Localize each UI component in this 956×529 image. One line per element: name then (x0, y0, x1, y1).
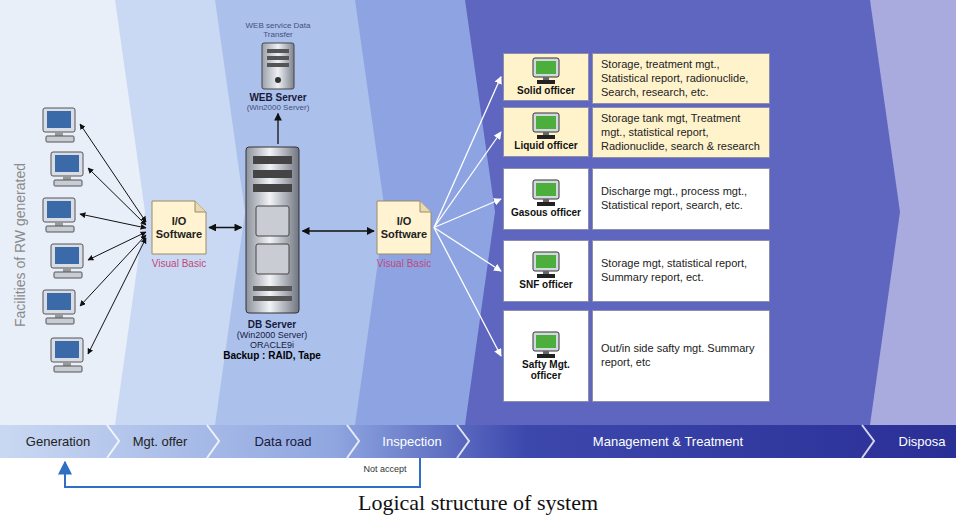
io-label: I/O Software (151, 215, 207, 240)
io-software-node: I/O SoftwareVisual Basic (146, 200, 212, 269)
server-os: (Win2000 Server) (228, 103, 328, 112)
task-list: Storage, treatment mgt., Statistical rep… (601, 58, 761, 99)
officer-label: Solid officer (517, 85, 575, 97)
stage-label: Mgt. offer (133, 434, 188, 449)
database-name: ORACLE9i (202, 340, 342, 350)
officer-box: Safty Mgt. officer (503, 310, 589, 402)
task-list: Out/in side safty mgt. Summary report, e… (601, 342, 761, 370)
stage-label: Generation (26, 434, 90, 449)
connector-arrow (434, 77, 501, 228)
connector-arrow (209, 227, 242, 228)
stage-label: Disposa (899, 434, 946, 449)
stage-label: Management & Treatment (593, 434, 743, 449)
officer-label: Liquid officer (514, 140, 577, 152)
task-box: Storage tank mgt, Treatment mgt., statis… (592, 107, 770, 158)
io-label: I/O Software (376, 215, 432, 240)
language-label: Visual Basic (146, 258, 212, 269)
officer-box: Liquid officer (503, 107, 589, 157)
generator-computers (43, 108, 83, 372)
task-box: Storage mgt, statistical report, Summary… (592, 240, 770, 302)
service-label: WEB service Data Transfer (228, 22, 328, 40)
officer-box: Gasous officer (503, 168, 589, 230)
note-label: Not accept (361, 464, 408, 474)
task-list: Storage mgt, statistical report, Summary… (601, 257, 761, 285)
connector-arrow (303, 230, 375, 231)
connector-arrow (277, 114, 278, 144)
task-box: Out/in side safty mgt. Summary report, e… (592, 310, 770, 402)
officer-computer-icon (531, 331, 561, 359)
task-list: Discharge mgt., process mgt., Statistica… (601, 185, 761, 213)
server-os: (Win2000 Server) (202, 330, 342, 340)
officer-box: SNF officer (503, 240, 589, 302)
connector-arrow (434, 132, 501, 228)
connector-arrow (434, 199, 501, 228)
io-software-node: I/O SoftwareVisual Basic (371, 200, 437, 269)
officer-box: Solid officer (503, 53, 589, 101)
web-server-icon (258, 42, 298, 90)
side-label: Facilities of RW generated (12, 163, 28, 327)
officer-computer-icon (531, 179, 561, 207)
db-server-icon (244, 146, 301, 316)
web-server-node: WEB service Data TransferWEB Server(Win2… (228, 22, 328, 112)
figure-caption: Logical structure of system (0, 490, 956, 516)
connector-arrow (434, 228, 501, 272)
connector-arrow (434, 228, 501, 357)
language-label: Visual Basic (371, 258, 437, 269)
officer-label: SNF officer (519, 279, 572, 291)
task-list: Storage tank mgt, Treatment mgt., statis… (601, 112, 761, 153)
server-name: WEB Server (228, 92, 328, 103)
officer-label: Safty Mgt. officer (507, 359, 585, 382)
backup-note: Backup : RAID, Tape (202, 350, 342, 361)
officer-computer-icon (531, 251, 561, 279)
task-box: Storage, treatment mgt., Statistical rep… (592, 53, 770, 104)
officer-computer-icon (531, 112, 561, 140)
task-box: Discharge mgt., process mgt., Statistica… (592, 168, 770, 230)
note-shape: I/O Software (151, 200, 207, 255)
officer-computer-icon (531, 57, 561, 85)
note-shape: I/O Software (376, 200, 432, 255)
stage-label: Data road (254, 434, 311, 449)
db-server-node: DB Server(Win2000 Server)ORACLE9iBackup … (202, 146, 342, 361)
officer-label: Gasous officer (511, 207, 581, 219)
server-name: DB Server (202, 319, 342, 330)
stage-label: Inspection (382, 434, 441, 449)
